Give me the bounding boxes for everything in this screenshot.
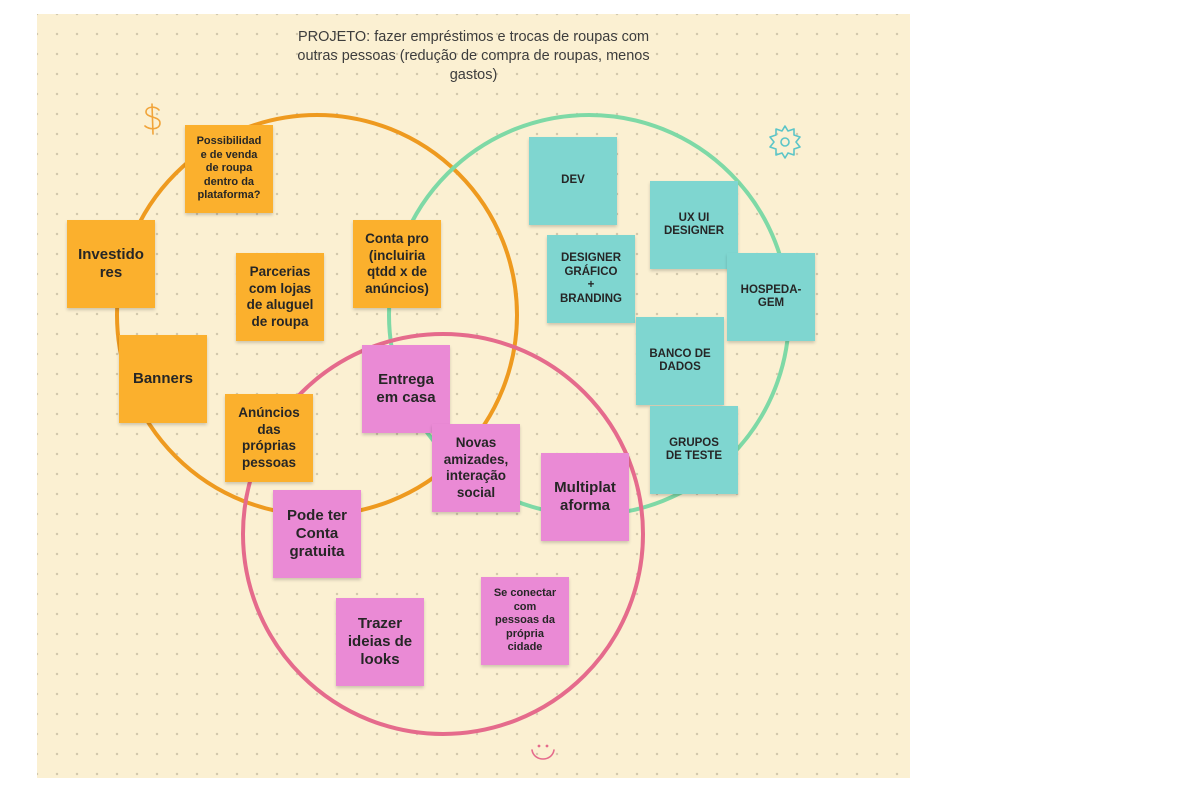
sticky-note-conta-pro[interactable]: Conta pro (incluiria qtdd x de anúncios) — [353, 220, 441, 308]
sticky-note-text: Multiplat aforma — [554, 479, 616, 514]
sticky-note-text: Anúncios das próprias pessoas — [238, 405, 300, 470]
sticky-note-text: Novas amizades, interação social — [443, 435, 509, 500]
sticky-note-multiplataforma[interactable]: Multiplat aforma — [541, 453, 629, 541]
sticky-note-text: Trazer ideias de looks — [347, 615, 413, 668]
sticky-note-text: DEV — [561, 174, 585, 187]
smiley-icon — [531, 744, 555, 760]
sticky-note-text: Possibilidad e de venda de roupa dentro … — [196, 135, 262, 202]
sticky-note-text: Conta pro (incluiria qtdd x de anúncios) — [365, 231, 429, 296]
sticky-note-text: Parcerias com lojas de aluguel de roupa — [246, 264, 314, 329]
sticky-note-text: UX UI DESIGNER — [663, 211, 725, 238]
project-title-line: gastos) — [449, 67, 498, 83]
sticky-note-investidores[interactable]: Investido res — [67, 220, 155, 308]
sticky-note-hospedagem[interactable]: HOSPEDA- GEM — [727, 253, 815, 341]
sticky-note-text: Banners — [132, 370, 194, 387]
sticky-note-designer-grafico[interactable]: DESIGNER GRÁFICO + BRANDING — [547, 235, 635, 323]
sticky-note-text: Entrega em casa — [376, 371, 436, 406]
sticky-note-conectar-cidade[interactable]: Se conectar com pessoas da própria cidad… — [481, 577, 569, 665]
sticky-note-banners[interactable]: Banners — [119, 335, 207, 423]
whiteboard-canvas[interactable]: PROJETO: fazer empréstimos e trocas de r… — [37, 14, 910, 778]
sticky-note-venda-roupa[interactable]: Possibilidad e de venda de roupa dentro … — [185, 125, 273, 213]
sticky-note-text: Pode ter Conta gratuita — [286, 507, 347, 560]
project-title-line: PROJETO: fazer empréstimos e trocas de r… — [297, 29, 650, 45]
sticky-note-text: DESIGNER GRÁFICO + BRANDING — [560, 252, 622, 305]
project-title-line: outras pessoas (redução de compra de rou… — [297, 48, 650, 64]
sticky-note-ideias-looks[interactable]: Trazer ideias de looks — [336, 598, 424, 686]
sticky-note-text: HOSPEDA- GEM — [740, 283, 802, 310]
dollar-sign-icon — [144, 103, 161, 135]
sticky-note-conta-gratuita[interactable]: Pode ter Conta gratuita — [273, 490, 361, 578]
sticky-note-dev[interactable]: DEV — [529, 137, 617, 225]
sticky-note-text: Se conectar com pessoas da própria cidad… — [493, 587, 557, 654]
sticky-note-entrega[interactable]: Entrega em casa — [362, 345, 450, 433]
sticky-note-text: BANCO DE DADOS — [649, 347, 711, 374]
sticky-note-anuncios[interactable]: Anúncios das próprias pessoas — [225, 394, 313, 482]
pink-circle[interactable] — [241, 332, 645, 736]
sticky-note-text: GRUPOS DE TESTE — [665, 436, 723, 463]
sticky-note-novas-amizades[interactable]: Novas amizades, interação social — [432, 424, 520, 512]
sticky-note-parcerias[interactable]: Parcerias com lojas de aluguel de roupa — [236, 253, 324, 341]
sticky-note-banco-de-dados[interactable]: BANCO DE DADOS — [636, 317, 724, 405]
sticky-note-grupos-de-teste[interactable]: GRUPOS DE TESTE — [650, 406, 738, 494]
sticky-note-ux-ui[interactable]: UX UI DESIGNER — [650, 181, 738, 269]
project-title[interactable]: PROJETO: fazer empréstimos e trocas de r… — [37, 28, 910, 85]
gear-icon — [769, 125, 801, 159]
sticky-note-text: Investido res — [78, 246, 144, 281]
